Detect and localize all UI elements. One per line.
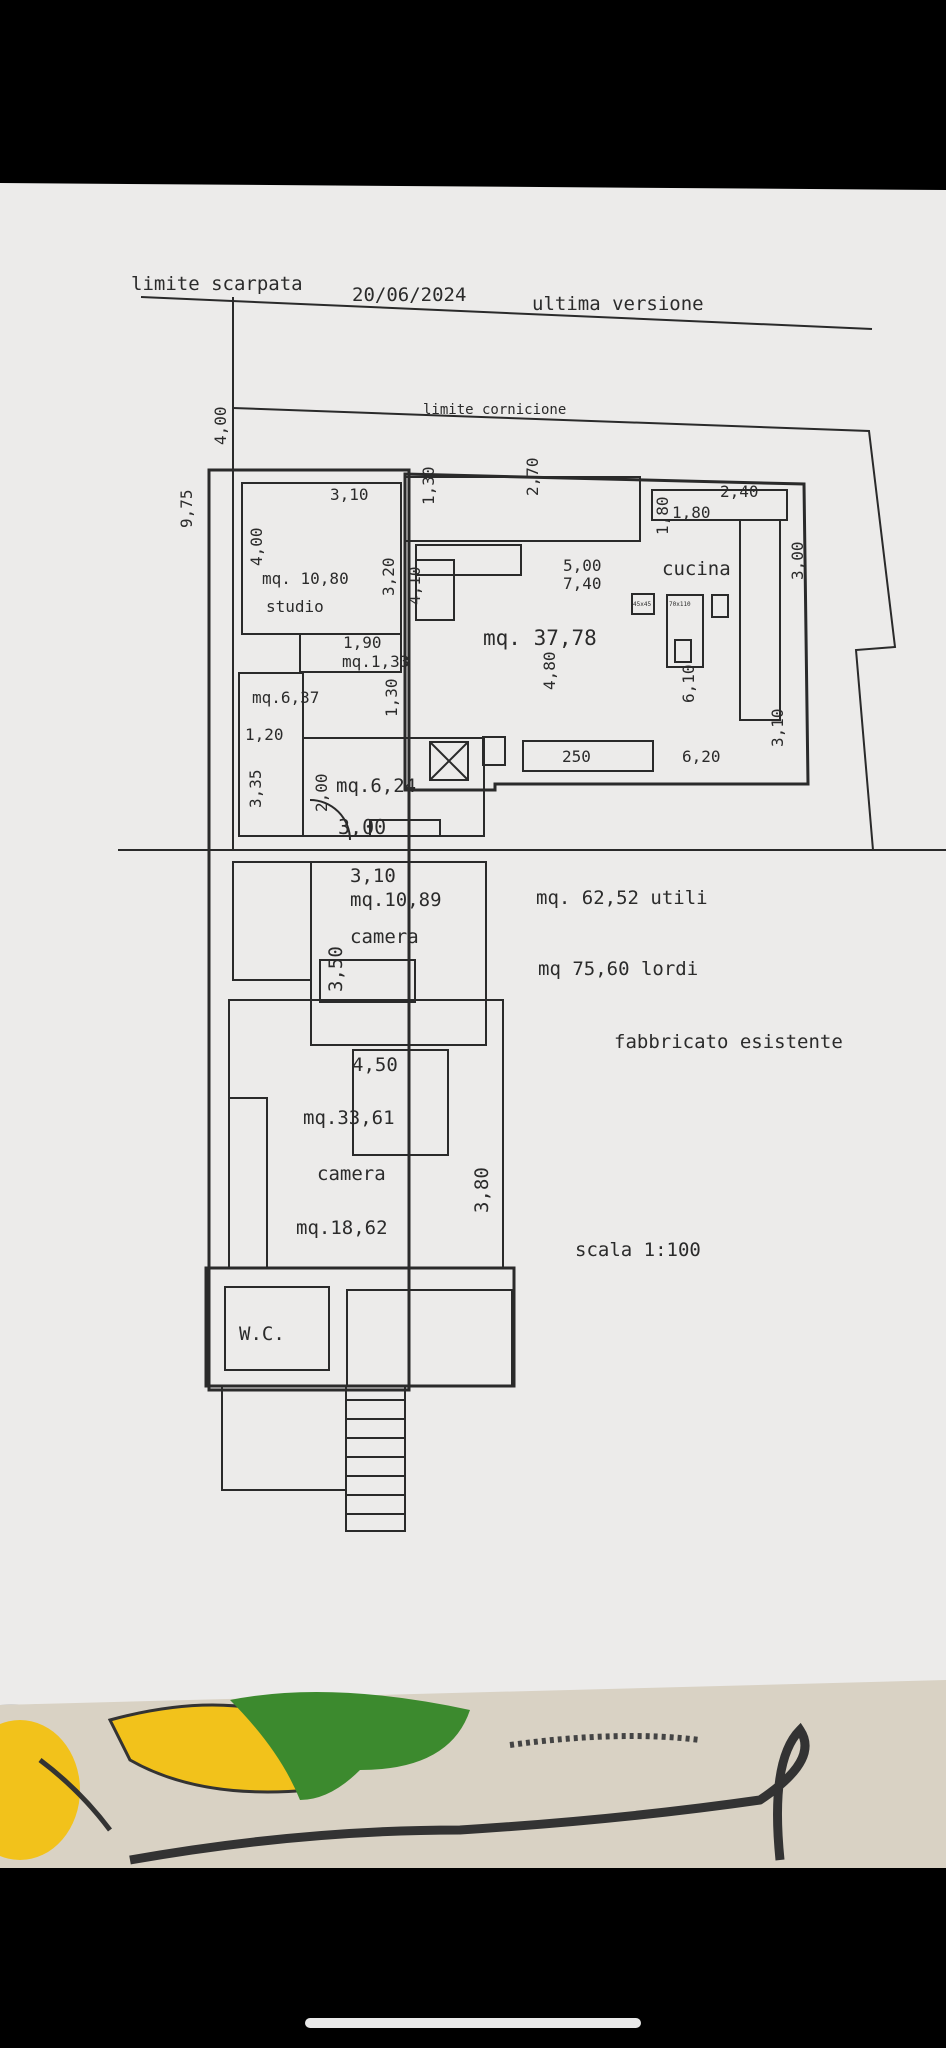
lemon-illustration (0, 1720, 80, 1860)
room-wc (224, 1286, 330, 1371)
title-limite-scarpata: limite scarpata (131, 273, 303, 295)
limite-cornicione-label: limite cornicione (423, 402, 566, 418)
dimension-label: 2,70 (523, 457, 542, 496)
dimension-label: 1,30 (382, 678, 401, 717)
sofa (522, 740, 654, 772)
door-swing (309, 799, 351, 841)
leaf-illustration (230, 1692, 470, 1800)
studio-area: mq. 10,80 (262, 569, 349, 588)
lettering-illustration (129, 1722, 810, 1865)
home-indicator[interactable] (305, 2018, 641, 2028)
dimension-label: 2,00 (312, 773, 331, 812)
shower (429, 741, 469, 781)
camera-1-area: mq.10,89 (350, 889, 442, 911)
dimension-label: 2,40 (720, 482, 759, 501)
dimension-label: 4,10 (405, 566, 424, 605)
camera-2-area: mq.33,61 (303, 1107, 395, 1129)
dimension-label: 3,10 (330, 485, 369, 504)
summary: mq. 62,52 utili mq 75,60 lordi fabbricat… (536, 887, 843, 1261)
dimension-label: 4,00 (247, 527, 266, 566)
dimension-label: 5,00 (563, 556, 602, 575)
dimension-label: 1,90 (343, 633, 382, 652)
closet (232, 861, 312, 981)
cucina-label: cucina (662, 558, 731, 580)
dimension-labels: 4,00 9,75 3,10 1,30 2,70 2,40 1,80 1,80 … (177, 406, 807, 1213)
dimension-label: 3,00 (788, 541, 807, 580)
site-lines (118, 296, 946, 851)
gross-area: mq 75,60 lordi (538, 958, 698, 980)
dimension-label: 3,10 (768, 708, 787, 747)
room-soggiorno-cucina (403, 472, 810, 792)
dimension-label: 3,80 (471, 1167, 493, 1213)
existing-building-note: fabbricato esistente (614, 1031, 843, 1053)
dimension-label: 4,80 (540, 651, 559, 690)
dimension-label: 4,50 (352, 1054, 398, 1076)
paper-sheet (0, 183, 946, 1705)
dimension-label: 1,80 (672, 503, 711, 522)
version-label: ultima versione (532, 293, 704, 315)
floor-plan (204, 468, 810, 1491)
camera-2-area: mq.18,62 (296, 1217, 388, 1239)
dimension-label: 6,20 (682, 747, 721, 766)
dimension-label: 4,00 (211, 406, 230, 445)
stairs (345, 1385, 406, 1532)
disimpegno-area: mq.6,37 (252, 688, 319, 707)
dimension-label: 3,20 (379, 557, 398, 596)
dimension-label: 3,35 (246, 769, 265, 808)
ripostiglio-area: mq.1,33 (342, 652, 409, 671)
wc-label: W.C. (239, 1323, 285, 1345)
camera-2-label: camera (317, 1163, 386, 1185)
dimension-label: 3,10 (350, 865, 396, 887)
dimension-label: 1,80 (653, 496, 672, 535)
dimension-label: 9,75 (177, 489, 196, 528)
outer-wall-left-wing (207, 468, 411, 1392)
kitchen-table (666, 594, 704, 668)
camera-1-label: camera (350, 926, 419, 948)
dimension-label: 1,30 (419, 466, 438, 505)
room-labels: mq. 10,80 studio 1,90 mq.1,33 mq. 37,78 … (239, 558, 731, 1345)
dimension-label: 6,10 (679, 664, 698, 703)
soggiorno-area: mq. 37,78 (483, 626, 597, 650)
dimension-label: 1,20 (245, 725, 284, 744)
bagno-area: mq.6,24 (336, 775, 416, 797)
dimension-label: 250 (562, 747, 591, 766)
kitchen-small-table (631, 593, 655, 615)
table-size-label: 45x45 (633, 601, 651, 608)
table-size-label: 70x110 (669, 601, 691, 608)
dimension-label: 3,00 (338, 815, 386, 839)
corridor-2-70 (404, 476, 641, 542)
scale-label: scala 1:100 (575, 1239, 701, 1261)
bed (352, 1049, 449, 1156)
useful-area: mq. 62,52 utili (536, 887, 708, 909)
bed (319, 959, 416, 1003)
kitchen-counter (739, 519, 781, 721)
dimension-label: 3,50 (325, 946, 347, 992)
studio-label: studio (266, 597, 324, 616)
tablecloth (0, 1680, 946, 1868)
plan-date: 20/06/2024 (352, 284, 466, 306)
dimension-label: 7,40 (563, 574, 602, 593)
room-ripostiglio (299, 633, 402, 673)
